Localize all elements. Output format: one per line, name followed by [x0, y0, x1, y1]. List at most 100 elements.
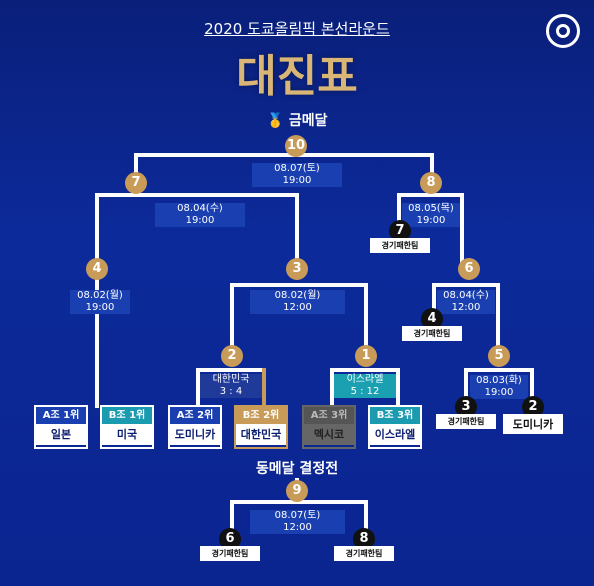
game-number-9: 9 [286, 480, 308, 502]
game-number-6: 6 [458, 258, 480, 280]
team-group: B조 3위 [370, 407, 420, 424]
bracket-line [396, 368, 400, 408]
result-score: 3 : 4 [219, 386, 243, 397]
game-time: 12:00 [283, 522, 312, 533]
game-number-10: 10 [285, 135, 307, 157]
bracket-line [134, 153, 138, 183]
game-date: 08.04(수) [443, 290, 489, 301]
gold-medal-text: 금메달 [288, 113, 328, 129]
game-number-7: 7 [125, 172, 147, 194]
bracket-line [196, 368, 266, 372]
game-date: 08.07(토) [274, 163, 320, 174]
loser-number: 7 [389, 220, 411, 242]
game-number-3: 3 [286, 258, 308, 280]
result-team: 대한민국 [212, 374, 250, 385]
bracket-line [397, 193, 401, 233]
game-date: 08.05(목) [408, 203, 454, 214]
game-time: 12:00 [283, 302, 312, 313]
game-date: 08.02(월) [274, 290, 321, 301]
team-group: A조 1위 [36, 407, 86, 424]
game-date: 08.03(화) [476, 375, 522, 386]
team-name: 멕시코 [304, 424, 354, 445]
game-number-8: 8 [420, 172, 442, 194]
bracket-line [432, 283, 436, 323]
game-time: 19:00 [185, 215, 215, 226]
game-date: 08.04(수) [177, 203, 223, 214]
bracket-line [330, 368, 400, 372]
loser-label: 경기패한팀 [200, 546, 260, 561]
bronze-medal-label: 동메달 결정전 [255, 461, 339, 477]
result-score: 5 : 12 [350, 386, 380, 397]
team-name: 도미니카 [170, 424, 220, 445]
game-time: 19:00 [282, 175, 312, 186]
game-time: 12:00 [451, 302, 481, 313]
bracket-line [464, 368, 534, 372]
game-date: 08.07(토) [274, 510, 321, 521]
logo-icon [546, 14, 580, 48]
result-team: 이스라엘 [346, 374, 384, 385]
loser-label: 경기패한팀 [370, 238, 430, 253]
game-3-info: 08.02(월)12:00 [250, 290, 345, 314]
bracket-line [496, 283, 500, 353]
game-5-info: 08.03(화)19:00 [470, 375, 528, 399]
game-number-4: 4 [86, 258, 108, 280]
bracket-line [397, 193, 464, 197]
game-number-5: 5 [488, 345, 510, 367]
game-date: 08.02(월) [77, 290, 123, 301]
game-time: 19:00 [484, 387, 514, 398]
loser-number: 8 [353, 528, 375, 550]
game-9-info: 08.07(토)12:00 [250, 510, 345, 534]
bracket-line [262, 368, 266, 408]
game-6-info: 08.04(수)12:00 [437, 290, 495, 314]
team-group: B조 1위 [102, 407, 152, 424]
page-title: 대진표 [236, 51, 358, 102]
bracket-line [432, 283, 500, 287]
game-8-info: 08.05(목)19:00 [402, 203, 460, 227]
page-subtitle: 2020 도쿄올림픽 본선라운드 [204, 20, 390, 38]
team-name: 이스라엘 [370, 424, 420, 445]
game-number-2: 2 [221, 345, 243, 367]
team-name: 미국 [102, 424, 152, 445]
team-group: A조 3위 [304, 407, 354, 424]
team-name: 대한민국 [236, 424, 286, 445]
loser-label: 경기패한팀 [334, 546, 394, 561]
loser-label: 경기패한팀 [436, 414, 496, 429]
loser-number: 6 [219, 528, 241, 550]
bracket-line [295, 193, 299, 263]
bracket-line [330, 368, 334, 408]
game-10-info: 08.07(토)19:00 [252, 163, 342, 187]
gold-medal-label: 🥇 금메달 [0, 110, 594, 130]
game-4-info: 08.02(월)19:00 [70, 290, 130, 314]
bracket-line [95, 193, 299, 197]
loser-number: 2 [522, 396, 544, 418]
team-name: 일본 [36, 424, 86, 445]
medal-icon: 🥇 [266, 113, 289, 129]
bracket-line [464, 368, 468, 398]
bracket-line [230, 500, 368, 504]
loser-label: 도미니카 [503, 414, 563, 434]
bracket-line [364, 500, 368, 530]
loser-label: 경기패한팀 [402, 326, 462, 341]
game-time: 19:00 [416, 215, 446, 226]
bracket-line [134, 153, 434, 157]
loser-number: 3 [455, 396, 477, 418]
bracket-line [196, 368, 200, 408]
bracket-line [430, 153, 434, 183]
bracket-line [230, 283, 234, 353]
bracket-line [230, 500, 234, 530]
game-number-1: 1 [355, 345, 377, 367]
